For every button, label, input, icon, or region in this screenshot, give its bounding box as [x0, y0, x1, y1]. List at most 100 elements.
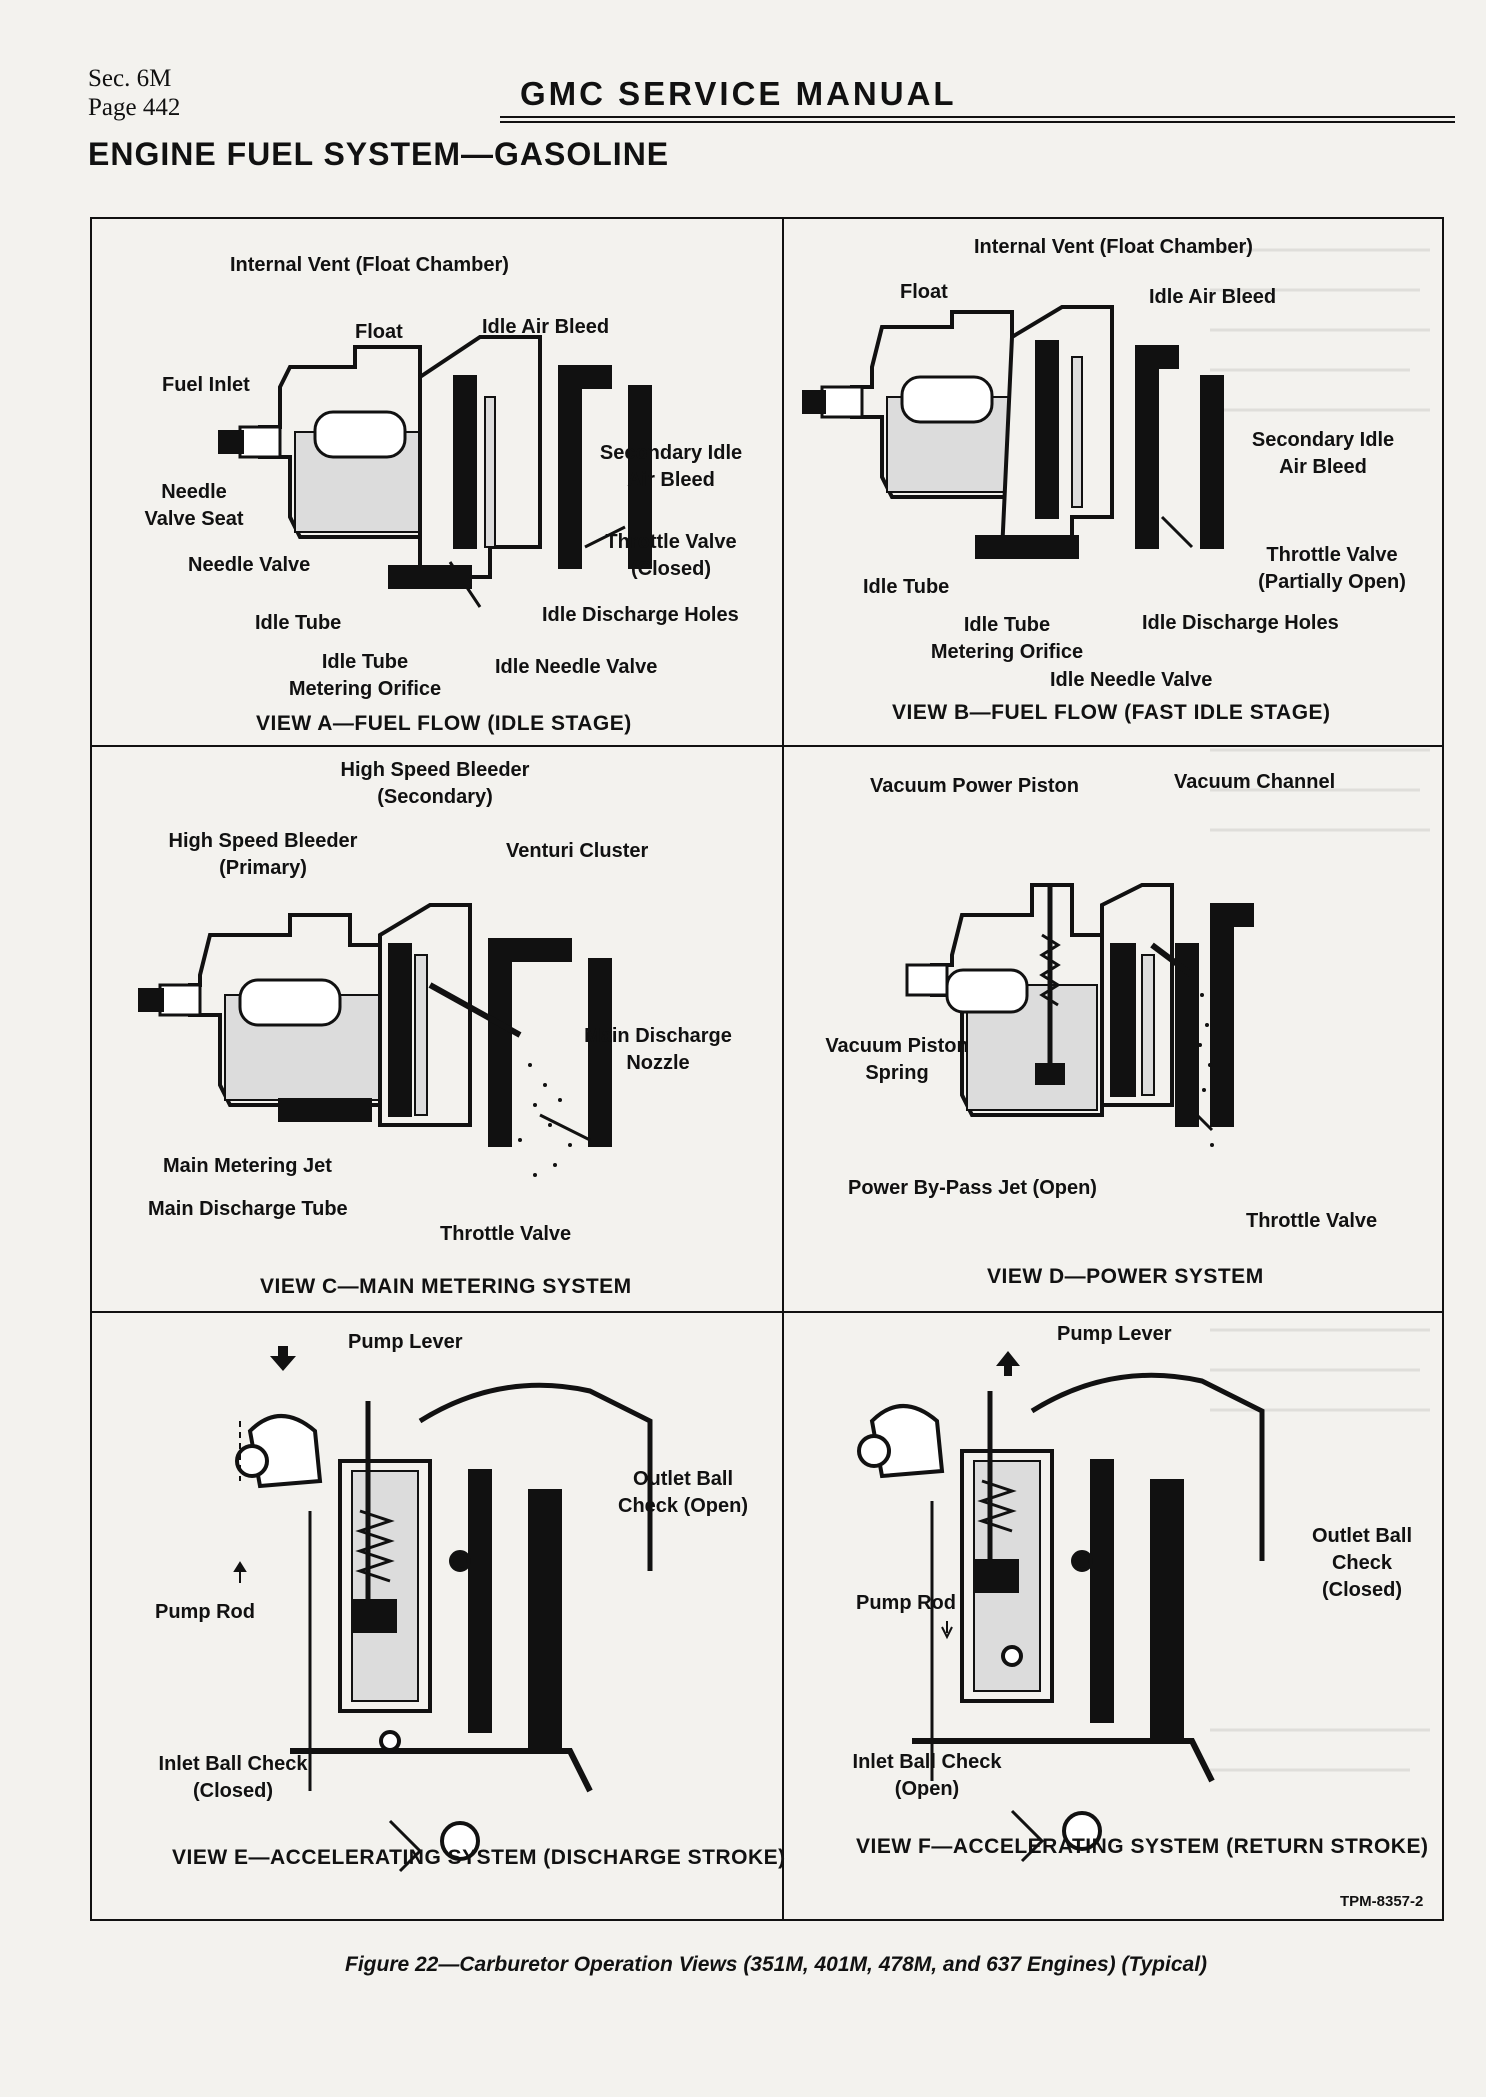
view-d-panel: Vacuum Power Piston Vacuum Channel Vacuu…	[782, 745, 1444, 1311]
section-label: Sec. 6M	[88, 65, 172, 92]
view-c-main-discharge-tube-label: Main Discharge Tube	[148, 1198, 348, 1220]
figure-reference-number: TPM-8357-2	[1340, 1893, 1424, 1910]
view-e-caption: VIEW E—ACCELERATING SYSTEM (DISCHARGE ST…	[172, 1846, 786, 1869]
view-e-inlet-ball-check-label: Inlet Ball Check (Closed)	[138, 1751, 328, 1805]
view-c-carburetor-drawing	[138, 903, 612, 1177]
view-e-outlet-check-line2: Check (Open)	[618, 1495, 749, 1517]
view-a-idle-discharge-holes-label: Idle Discharge Holes	[542, 604, 739, 626]
view-a-metering-orifice-line1: Idle Tube	[321, 651, 409, 673]
view-a-caption: VIEW A—FUEL FLOW (IDLE STAGE)	[256, 712, 632, 735]
panel-divider-row1	[90, 745, 1444, 747]
view-d-throttle-valve-label: Throttle Valve	[1246, 1210, 1378, 1232]
view-e-panel: Pump Lever Outlet Ball Check (Open) Pump…	[90, 1311, 785, 1921]
view-b-throttle-valve-line2: (Partially Open)	[1258, 571, 1406, 593]
bleed-through-texture	[1210, 248, 1430, 1772]
view-a-idle-air-bleed-label: Idle Air Bleed	[482, 316, 610, 338]
view-e-pump-drawing	[233, 1346, 653, 1873]
view-b-internal-vent-label: Internal Vent (Float Chamber)	[974, 236, 1253, 258]
view-b-secondary-idle-air-bleed-label: Secondary Idle Air Bleed	[1228, 427, 1418, 481]
view-c-main-discharge-line1: Main Discharge	[584, 1025, 732, 1047]
view-a-secondary-idle-line2: Air Bleed	[627, 469, 715, 491]
view-b-idle-tube-label: Idle Tube	[863, 576, 950, 598]
view-c-panel: High Speed Bleeder (Secondary) High Spee…	[90, 745, 782, 1311]
view-e-inlet-check-line1: Inlet Ball Check	[158, 1753, 308, 1775]
section-number: Sec. 6M Page 442	[88, 64, 180, 122]
view-f-caption: VIEW F—ACCELERATING SYSTEM (RETURN STROK…	[856, 1835, 1429, 1858]
view-d-piston-spring-line1: Vacuum Piston	[825, 1035, 969, 1057]
figure-caption: Figure 22—Carburetor Operation Views (35…	[345, 1953, 1208, 1976]
view-e-outlet-check-line1: Outlet Ball	[632, 1468, 733, 1490]
view-c-caption: VIEW C—MAIN METERING SYSTEM	[260, 1275, 632, 1298]
view-c-venturi-cluster-label: Venturi Cluster	[506, 840, 649, 862]
view-a-internal-vent-label: Internal Vent (Float Chamber)	[230, 254, 509, 276]
view-b-throttle-valve-line1: Throttle Valve	[1266, 544, 1398, 566]
panel-divider-vertical	[782, 217, 784, 1921]
header-rule-top	[500, 116, 1455, 118]
view-e-inlet-check-line2: (Closed)	[193, 1780, 273, 1802]
chapter-title: ENGINE FUEL SYSTEM—GASOLINE	[88, 136, 670, 172]
view-b-secondary-idle-line1: Secondary Idle	[1251, 429, 1395, 451]
view-f-outlet-check-line2: Check	[1331, 1552, 1393, 1574]
view-f-inlet-check-line2: (Open)	[894, 1778, 960, 1800]
view-d-vacuum-power-piston-label: Vacuum Power Piston	[870, 775, 1079, 797]
view-c-main-discharge-line2: Nozzle	[626, 1052, 690, 1074]
view-a-float-label: Float	[355, 321, 403, 343]
figure-frame	[90, 217, 1444, 1921]
view-f-inlet-check-line1: Inlet Ball Check	[852, 1751, 1002, 1773]
view-c-hs-secondary-line1: High Speed Bleeder	[340, 759, 530, 781]
view-d-carburetor-drawing	[905, 883, 1254, 1147]
view-a-throttle-valve-line2: (Closed)	[631, 558, 711, 580]
view-c-main-discharge-nozzle-label: Main Discharge Nozzle	[578, 1023, 738, 1077]
view-b-secondary-idle-line2: Air Bleed	[1279, 456, 1367, 478]
page-label: Page 442	[88, 94, 181, 121]
view-c-throttle-valve-label: Throttle Valve	[440, 1223, 572, 1245]
header-rule-bottom	[500, 121, 1455, 123]
view-c-hs-primary-line1: High Speed Bleeder	[168, 830, 358, 852]
view-f-pump-rod-label: Pump Rod	[856, 1592, 956, 1614]
view-c-hs-secondary-line2: (Secondary)	[377, 786, 493, 808]
view-d-power-bypass-jet-label: Power By-Pass Jet (Open)	[848, 1177, 1097, 1199]
view-c-main-metering-jet-label: Main Metering Jet	[163, 1155, 332, 1177]
view-a-carburetor-drawing	[218, 335, 652, 608]
view-a-idle-needle-valve-label: Idle Needle Valve	[495, 656, 658, 678]
view-a-fuel-inlet-label: Fuel Inlet	[162, 374, 250, 396]
manual-title: GMC SERVICE MANUAL	[520, 75, 957, 112]
panel-divider-row2	[90, 1311, 1444, 1313]
view-c-hs-bleeder-secondary-label: High Speed Bleeder (Secondary)	[330, 757, 540, 811]
view-b-metering-orifice-line1: Idle Tube	[963, 614, 1051, 636]
view-a-needle-valve-seat-label: Needle Valve Seat	[134, 479, 254, 533]
view-a-metering-orifice-line2: Metering Orifice	[288, 678, 442, 700]
view-d-piston-spring-line2: Spring	[865, 1062, 929, 1084]
view-f-pump-lever-label: Pump Lever	[1057, 1323, 1172, 1345]
view-e-pump-rod-label: Pump Rod	[155, 1601, 255, 1623]
view-b-carburetor-drawing	[802, 305, 1224, 559]
view-b-idle-needle-valve-label: Idle Needle Valve	[1050, 669, 1213, 691]
view-a-secondary-idle-line1: Secondary Idle	[599, 442, 743, 464]
view-b-caption: VIEW B—FUEL FLOW (FAST IDLE STAGE)	[892, 701, 1331, 724]
view-b-throttle-valve-label: Throttle Valve (Partially Open)	[1237, 542, 1427, 596]
view-a-needle-valve-label: Needle Valve	[188, 554, 311, 576]
view-a-panel: Internal Vent (Float Chamber) Float Idle…	[90, 217, 782, 745]
view-b-metering-orifice-line2: Metering Orifice	[930, 641, 1084, 663]
view-f-outlet-check-line1: Outlet Ball	[1311, 1525, 1412, 1547]
view-d-caption: VIEW D—POWER SYSTEM	[987, 1265, 1264, 1288]
view-d-vacuum-channel-label: Vacuum Channel	[1174, 771, 1336, 793]
view-b-float-label: Float	[900, 281, 948, 303]
view-f-pump-drawing	[857, 1351, 1265, 1863]
view-a-throttle-valve-line1: Throttle Valve	[605, 531, 737, 553]
view-c-hs-bleeder-primary-label: High Speed Bleeder (Primary)	[158, 828, 368, 882]
view-f-outlet-ball-check-label: Outlet Ball Check (Closed)	[1292, 1523, 1432, 1604]
view-f-panel: Pump Lever Outlet Ball Check (Closed) Pu…	[782, 1311, 1444, 1921]
view-a-idle-tube-label: Idle Tube	[255, 612, 342, 634]
view-a-needle-valve-seat-line1: Needle	[161, 481, 227, 503]
view-d-vacuum-piston-spring-label: Vacuum Piston Spring	[822, 1033, 972, 1087]
view-a-throttle-valve-label: Throttle Valve (Closed)	[586, 529, 756, 583]
view-a-needle-valve-seat-line2: Valve Seat	[144, 508, 244, 530]
view-f-inlet-ball-check-label: Inlet Ball Check (Open)	[832, 1749, 1022, 1803]
view-b-panel: Internal Vent (Float Chamber) Float Idle…	[782, 217, 1444, 745]
view-a-metering-orifice-label: Idle Tube Metering Orifice	[280, 649, 450, 703]
view-c-hs-primary-line2: (Primary)	[219, 857, 307, 879]
view-a-secondary-idle-air-bleed-label: Secondary Idle Air Bleed	[586, 440, 756, 494]
view-b-idle-discharge-holes-label: Idle Discharge Holes	[1142, 612, 1339, 634]
view-b-metering-orifice-label: Idle Tube Metering Orifice	[922, 612, 1092, 666]
